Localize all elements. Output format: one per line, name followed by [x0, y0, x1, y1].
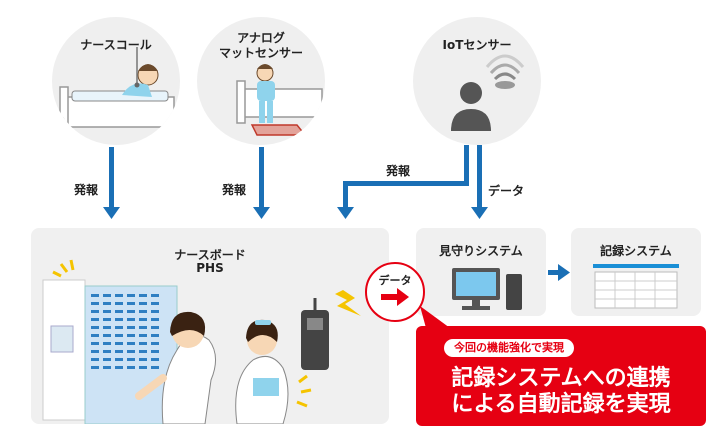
- arrow-iot-to-board-head: [337, 207, 354, 219]
- data-badge-label: データ: [378, 274, 412, 287]
- arrow-nurse-call-head: [103, 207, 120, 219]
- monitoring-system-panel: 見守りシステム: [416, 228, 546, 316]
- nurse-call-label: ナースコール: [80, 38, 152, 52]
- callout-headline: 記録システムへの連携 による自動記録を実現: [416, 366, 706, 418]
- nurse-call-circle: ナースコール: [52, 17, 180, 145]
- record-system-panel: 記録システム: [571, 228, 701, 316]
- monitoring-system-label: 見守りシステム: [439, 244, 523, 258]
- nurse-board-label-line2: PHS: [196, 261, 224, 275]
- arrow-iot-split-vertical: [464, 145, 469, 185]
- arrow-nurse-call-shaft: [109, 147, 114, 209]
- arrow-iot-split-horizontal: [343, 181, 469, 186]
- callout-headline-line1: 記録システムへの連携: [451, 366, 671, 391]
- nurse-board-label-line1: ナースボード: [174, 248, 246, 262]
- pc-illustration: [452, 268, 522, 310]
- callout-headline-line2: による自動記録を実現: [451, 392, 671, 417]
- nurse-call-illustration: [59, 47, 175, 133]
- iot-sensor-circle: IoTセンサー: [413, 17, 541, 145]
- arrow-analog-mat-shaft: [259, 147, 264, 209]
- analog-mat-label-line1: アナログ: [237, 31, 285, 45]
- callout-tag: 今回の機能強化で実現: [444, 339, 574, 357]
- analog-mat-illustration: [236, 64, 323, 136]
- red-right-arrow-icon: [381, 288, 409, 306]
- alarm-label-1: 発報: [74, 183, 99, 197]
- arrow-analog-mat-head: [253, 207, 270, 219]
- feature-callout: 今回の機能強化で実現 記録システムへの連携 による自動記録を実現: [416, 306, 706, 426]
- iot-sensor-label: IoTセンサー: [442, 38, 512, 52]
- arrow-iot-data-shaft: [477, 145, 482, 209]
- arrow-iot-to-board-shaft: [343, 181, 348, 209]
- data-badge: データ: [365, 262, 425, 322]
- record-system-label: 記録システム: [600, 244, 672, 258]
- nurse-board-illustration: [42, 259, 361, 424]
- iot-sensor-illustration: [451, 54, 525, 131]
- analog-mat-label-line2: マットセンサー: [218, 46, 303, 60]
- alarm-label-3: 発報: [386, 164, 411, 178]
- arrow-to-record-head: [558, 264, 570, 281]
- record-table-illustration: [593, 264, 679, 309]
- analog-mat-sensor-circle: アナログ マットセンサー: [197, 17, 325, 145]
- nurse-board-panel: ナースボード PHS: [31, 228, 389, 424]
- alarm-label-2: 発報: [222, 183, 247, 197]
- data-label: データ: [488, 184, 525, 198]
- arrow-to-record-shaft: [548, 270, 560, 275]
- callout-pointer: [420, 306, 450, 328]
- arrow-iot-data-head: [471, 207, 488, 219]
